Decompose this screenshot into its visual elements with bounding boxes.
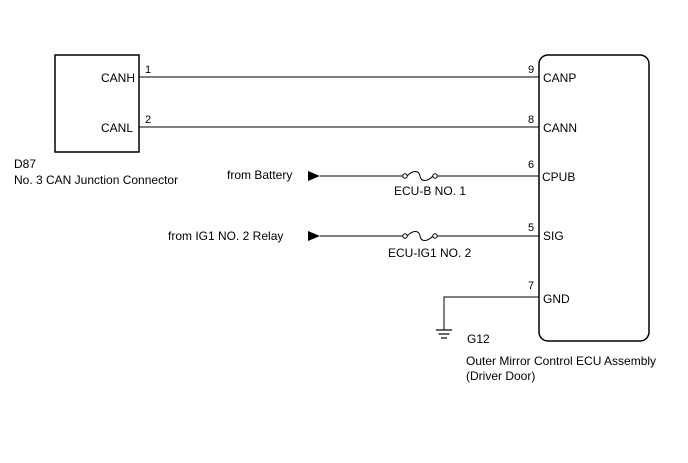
- fuse-terminal-icon: [432, 233, 438, 239]
- connector-pin-label-canl: CANL: [101, 121, 133, 135]
- connector-code: D87: [14, 157, 36, 171]
- ecu-pin-number-8: 8: [528, 114, 534, 126]
- ecu-pin-number-5: 5: [528, 222, 534, 234]
- power-source-battery: from Battery: [227, 168, 292, 182]
- connector-pin-label-canh: CANH: [101, 71, 135, 85]
- arrow-right-icon: [308, 171, 320, 181]
- connector-name: No. 3 CAN Junction Connector: [14, 173, 178, 187]
- power-source-ig1-relay: from IG1 NO. 2 Relay: [168, 229, 283, 243]
- ecu-pin-number-9: 9: [528, 64, 534, 76]
- ecu-name-line2: (Driver Door): [466, 369, 535, 383]
- fuse-symbol-icon: [406, 171, 434, 181]
- ecu-name-line1: Outer Mirror Control ECU Assembly: [466, 354, 656, 368]
- fuse-label-ecu-b: ECU-B NO. 1: [394, 184, 466, 198]
- ecu-pin-label-cann: CANN: [543, 121, 577, 135]
- fuse-terminal-icon: [402, 233, 408, 239]
- connector-pin-number-1: 1: [145, 64, 151, 76]
- arrow-right-icon: [308, 231, 320, 241]
- connector-pin-number-2: 2: [145, 114, 151, 126]
- wire-gnd: [443, 296, 539, 330]
- ecu-pin-label-cpub: CPUB: [542, 170, 575, 184]
- ecu-pin-label-gnd: GND: [543, 292, 570, 306]
- fuse-symbol-icon: [406, 231, 434, 241]
- ecu-pin-label-sig: SIG: [543, 229, 564, 243]
- fuse-terminal-icon: [432, 173, 438, 179]
- ecu-pin-number-7: 7: [528, 280, 534, 292]
- can-junction-connector-box: [54, 54, 140, 153]
- outer-mirror-ecu-box: [538, 54, 650, 342]
- ecu-code: G12: [467, 332, 490, 346]
- fuse-terminal-icon: [402, 173, 408, 179]
- ecu-pin-number-6: 6: [528, 159, 534, 171]
- ecu-pin-label-canp: CANP: [543, 71, 576, 85]
- fuse-label-ecu-ig1: ECU-IG1 NO. 2: [388, 246, 472, 260]
- ground-icon: [436, 329, 452, 339]
